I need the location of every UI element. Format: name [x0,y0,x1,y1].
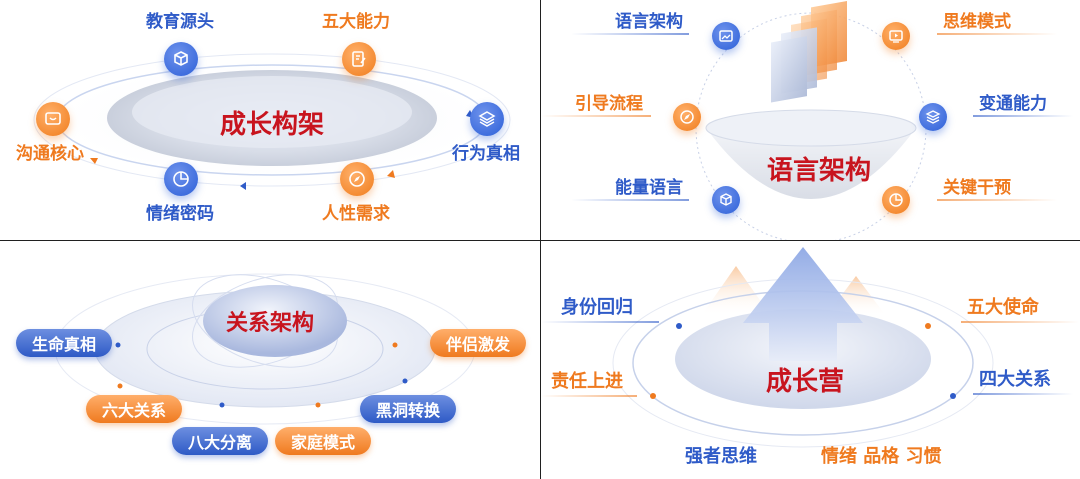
document-edit-icon [342,42,376,76]
panel-divider-vertical [540,0,541,479]
label-underline [973,115,1073,117]
panel-language-framework: 语言架构 语言架构 思维模式 引导流程 变通能力 能量语言 关键干预 [541,0,1080,240]
pill-shengming: 生命真相 [16,329,112,357]
panel3-title: 关系架构 [226,311,315,336]
label-underline [937,33,1057,35]
panel-relationship-framework: 关系架构 生命真相 伴侣激发 六大关系 黑洞转换 八大分离 家庭模式 [0,241,540,479]
label-zeren: 责任上进 [551,371,623,392]
label-underline [961,321,1079,323]
node-label-renxing: 人性需求 [322,204,390,224]
compass-icon [340,162,374,196]
compass-icon [673,103,701,131]
label-wudashiming: 五大使命 [967,297,1039,318]
monitor-play-icon [882,22,910,50]
node-label-yuyan: 语言架构 [615,12,683,32]
layers-icon [919,103,947,131]
label-underline [571,199,689,201]
node-label-guanjian: 关键干预 [943,178,1011,198]
image-frame-icon [712,22,740,50]
pie-chart-icon [882,186,910,214]
label-underline [937,199,1057,201]
node-label-xingwei: 行为真相 [452,144,520,164]
arrow-platform-graphic [612,247,994,448]
node-label-yindao: 引导流程 [575,94,643,114]
panel-growth-camp: 成长营 身份回归 五大使命 责任上进 四大关系 强者思维 情绪 品格 习惯 [541,241,1080,479]
pill-jiating: 家庭模式 [275,427,371,455]
panel2-title: 语言架构 [767,156,872,186]
label-underline [571,33,689,35]
label-underline [541,115,651,117]
node-label-biantong: 变通能力 [979,94,1047,114]
orbit-graphic [33,53,511,190]
pie-chart-icon [164,162,198,196]
pill-liuda: 六大关系 [86,395,182,423]
label-underline [973,393,1073,395]
chat-box-icon [36,102,70,136]
node-label-jiaoyu: 教育源头 [146,12,214,32]
pill-bada: 八大分离 [172,427,268,455]
label-shenfen: 身份回归 [561,297,633,318]
bowl-graphic [695,1,927,240]
node-label-siwei: 思维模式 [943,12,1011,32]
node-label-wuda: 五大能力 [322,12,390,32]
panel-growth-framework: 成长构架 教育源头 五大能力 行为真相 人性需求 情绪密码 沟通核心 [0,0,540,240]
cube-icon [164,42,198,76]
node-label-nengliang: 能量语言 [615,178,683,198]
pill-heidong: 黑洞转换 [360,395,456,423]
node-label-goutong: 沟通核心 [16,144,84,164]
layers-icon [470,102,504,136]
label-underline [541,321,659,323]
node-label-qingxu: 情绪密码 [146,204,214,224]
panel-divider-horizontal [0,240,1080,241]
cube-icon [712,186,740,214]
label-sida: 四大关系 [979,369,1051,390]
label-underline [541,395,637,397]
platform-graphic [54,273,476,425]
panel1-title: 成长构架 [220,110,325,140]
label-qiangzhe: 强者思维 [685,446,757,467]
pill-banlv: 伴侣激发 [430,329,526,357]
label-qingxu: 情绪 品格 习惯 [821,446,942,467]
panel4-title: 成长营 [766,367,845,397]
